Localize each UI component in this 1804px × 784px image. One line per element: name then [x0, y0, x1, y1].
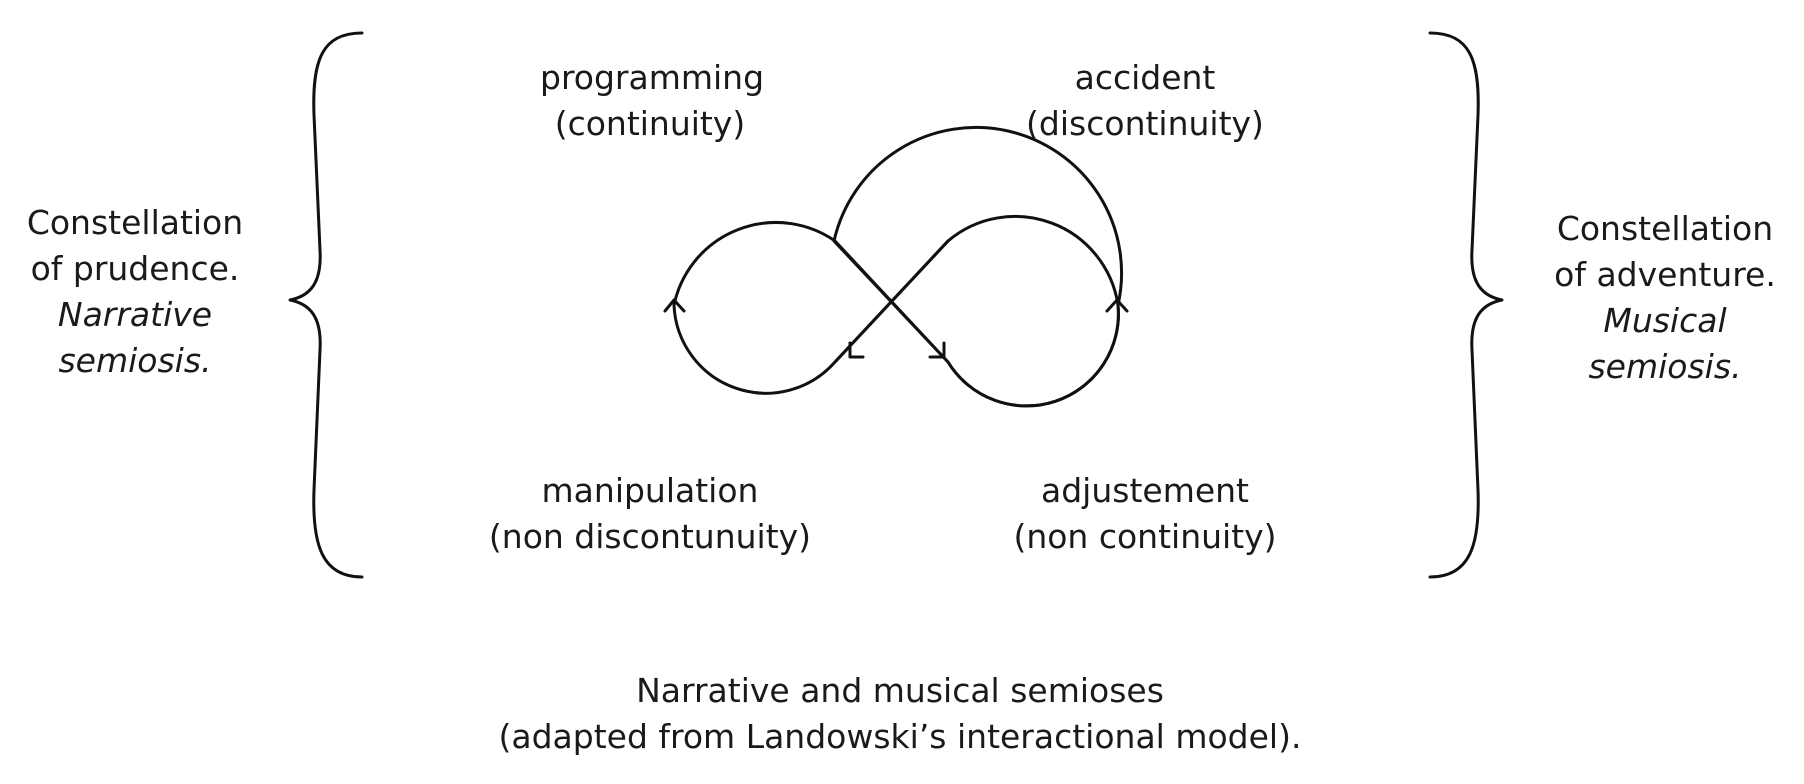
term-adjustement-sub: (non continuity): [1013, 517, 1277, 556]
right-brace: [1428, 31, 1504, 579]
quadrant-bottom-left: manipulation (non discontunuity): [485, 468, 815, 560]
quadrant-top-left: programming (continuity): [540, 55, 765, 147]
right-group-line2: of adventure.: [1554, 255, 1776, 294]
infinity-loop: [832, 125, 1124, 408]
term-programming-sub: (continuity): [554, 104, 746, 143]
right-group-label: Constellation of adventure. Musical semi…: [1545, 206, 1785, 390]
left-group-label: Constellation of prudence. Narrative sem…: [20, 200, 250, 384]
term-accident: accident: [1074, 58, 1216, 97]
right-group-line4: semiosis.: [1588, 347, 1742, 386]
diagram-caption: Narrative and musical semioses (adapted …: [450, 668, 1350, 760]
arrow-right-up: [1105, 298, 1129, 313]
term-adjustement: adjustement: [1041, 471, 1249, 510]
arrow-down-right: [928, 341, 946, 359]
quadrant-bottom-right: adjustement (non continuity): [1010, 468, 1280, 560]
term-programming: programming: [540, 58, 765, 97]
caption-line1: Narrative and musical semioses: [636, 671, 1164, 710]
infinity-left-loop: [672, 214, 1120, 408]
caption-line2: (adapted from Landowski’s interactional …: [498, 717, 1302, 756]
left-brace: [288, 31, 364, 579]
left-group-line1: Constellation: [26, 203, 244, 242]
term-accident-sub: (discontinuity): [1026, 104, 1264, 143]
term-manipulation: manipulation: [541, 471, 759, 510]
arrow-down-left: [848, 341, 865, 359]
left-group-line2: of prudence.: [30, 249, 240, 288]
arrow-left-up: [663, 298, 686, 313]
left-group-line3: Narrative: [57, 295, 213, 334]
quadrant-top-right: accident (discontinuity): [1020, 55, 1270, 147]
term-manipulation-sub: (non discontunuity): [488, 517, 812, 556]
right-group-line3: Musical: [1603, 301, 1727, 340]
left-group-line4: semiosis.: [58, 341, 212, 380]
right-group-line1: Constellation: [1556, 209, 1774, 248]
